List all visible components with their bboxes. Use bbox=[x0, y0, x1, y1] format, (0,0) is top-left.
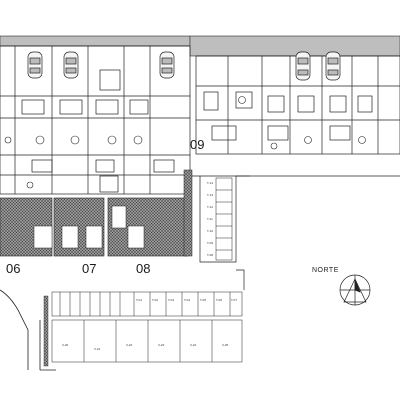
stall-label: T-09 bbox=[207, 241, 214, 245]
right-unit-block bbox=[195, 55, 400, 155]
stall-label: V-21 bbox=[94, 347, 101, 351]
stall-label: V-20 bbox=[62, 343, 69, 347]
stall-label: T-10 bbox=[207, 229, 214, 233]
stall-label: T-02 bbox=[152, 298, 159, 302]
left-wall-hatch bbox=[43, 295, 49, 367]
car-1 bbox=[27, 51, 43, 79]
car-4 bbox=[295, 51, 311, 81]
bottom-parking bbox=[51, 291, 243, 363]
stall-label: T-01 bbox=[136, 298, 143, 302]
car-5 bbox=[325, 51, 341, 81]
stall-label: T-08 bbox=[207, 253, 214, 257]
stall-label: T-03 bbox=[168, 298, 175, 302]
north-boundary-left bbox=[0, 35, 191, 47]
left-unit-block bbox=[0, 45, 191, 195]
stall-label: T-14 bbox=[207, 181, 214, 185]
stall-label: V-24 bbox=[190, 343, 197, 347]
stall-label: T-13 bbox=[207, 193, 214, 197]
stall-label: T-12 bbox=[207, 205, 214, 209]
north-arrow-icon bbox=[339, 274, 371, 306]
driveway-wall bbox=[236, 175, 250, 290]
north-label: NORTE bbox=[312, 267, 339, 274]
car-2 bbox=[63, 51, 79, 79]
unit-number-09: 09 bbox=[190, 137, 205, 152]
stall-label: V-25 bbox=[222, 343, 229, 347]
stall-label: T-11 bbox=[207, 217, 213, 221]
stall-label: T-05 bbox=[200, 298, 207, 302]
stall-label: T-07 bbox=[231, 298, 238, 302]
unit-number-06: 06 bbox=[6, 261, 21, 276]
stall-label: V-23 bbox=[158, 343, 165, 347]
side-planter bbox=[183, 169, 193, 257]
entrance-walls bbox=[0, 289, 56, 371]
driveway-edge bbox=[192, 175, 237, 263]
side-parking-column bbox=[215, 177, 233, 261]
stall-label: T-04 bbox=[184, 298, 191, 302]
car-3 bbox=[159, 51, 175, 79]
stall-label: T-06 bbox=[216, 298, 223, 302]
north-boundary-right bbox=[189, 35, 400, 57]
unit-number-07: 07 bbox=[82, 261, 97, 276]
unit-number-08: 08 bbox=[136, 261, 151, 276]
stall-label: V-22 bbox=[126, 343, 133, 347]
